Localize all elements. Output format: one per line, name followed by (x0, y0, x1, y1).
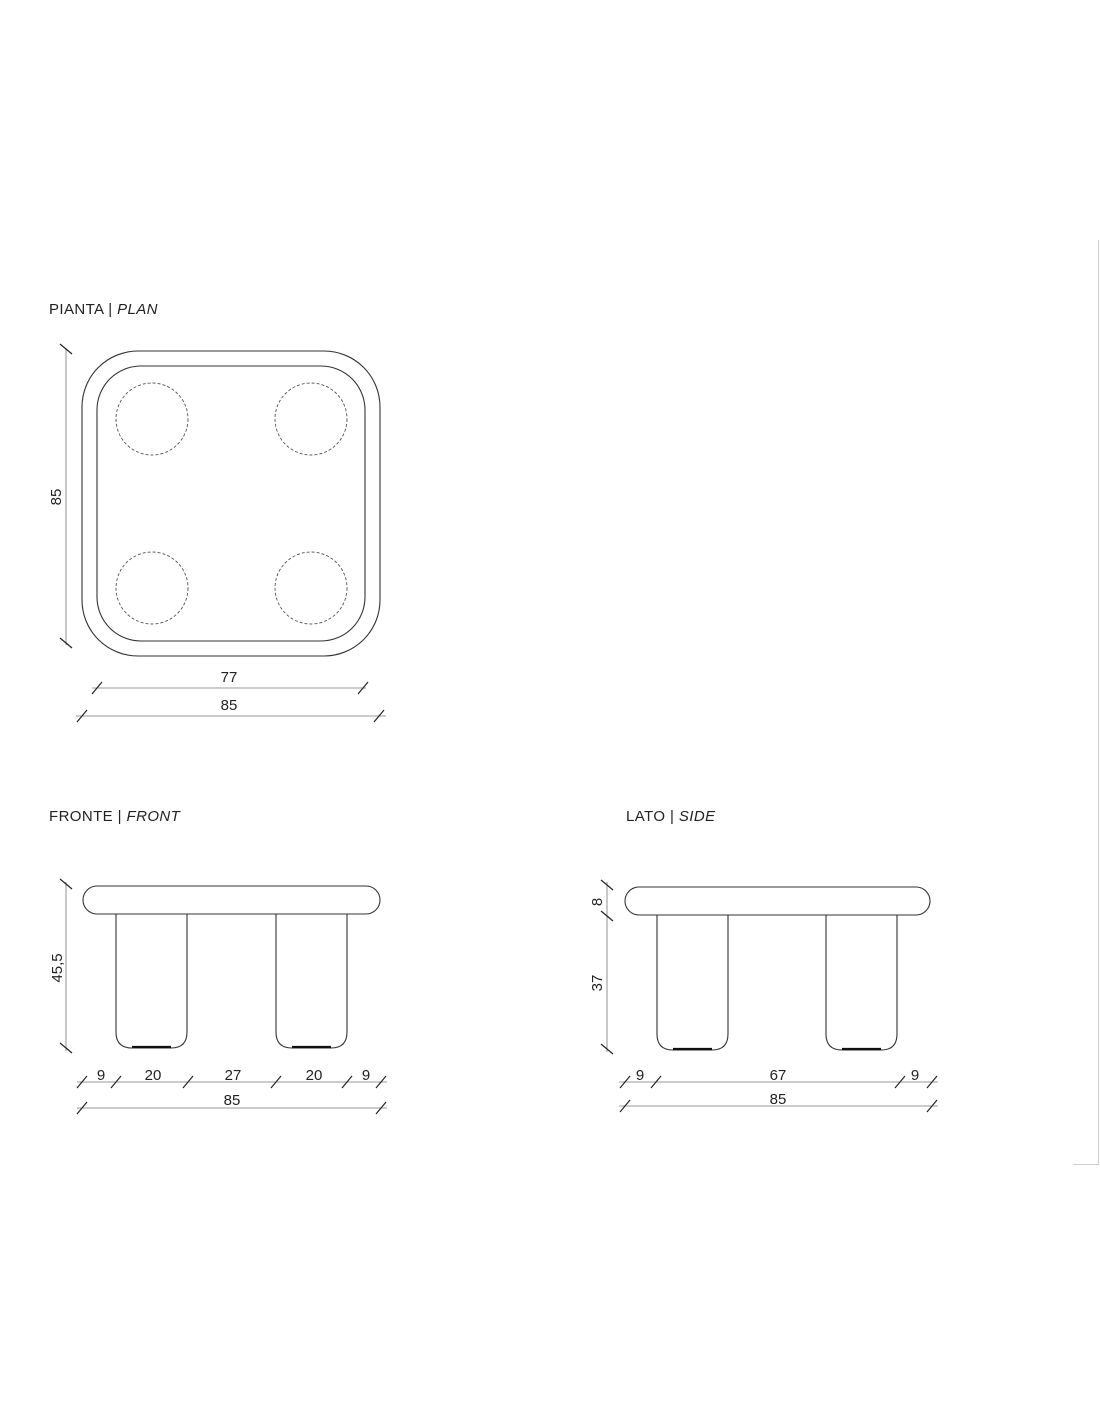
front-view: 45,5 9 20 27 20 9 85 (49, 878, 387, 1115)
front-title-en: FRONT (126, 808, 181, 825)
side-seg-tick-4 (926, 1075, 938, 1089)
side-leg-left (656, 915, 729, 1051)
page-edge-line (1098, 240, 1099, 1165)
front-leg-left (115, 914, 188, 1049)
front-height-label: 45,5 (49, 953, 66, 982)
front-seg-tick-4 (270, 1075, 282, 1089)
front-total-tick-left (76, 1101, 88, 1115)
front-seg-tick-1 (76, 1075, 88, 1089)
side-view: 8 37 9 67 9 85 (589, 879, 938, 1113)
plan-leg-bottom-right (274, 551, 348, 625)
plan-inner-width-tick-left (91, 681, 103, 695)
side-leg-right (825, 915, 898, 1051)
front-total-tick-right (375, 1101, 387, 1115)
side-height-tick-bottom (600, 1043, 614, 1055)
plan-width-tick-right (373, 709, 385, 723)
plan-width-tick-left (76, 709, 88, 723)
front-seg-tick-5 (341, 1075, 353, 1089)
side-height-tick-mid (600, 910, 614, 922)
front-seg-label-4: 20 (306, 1067, 323, 1084)
side-leg-height-label: 37 (589, 975, 606, 992)
front-total-label: 85 (224, 1092, 241, 1109)
side-seg-label-2: 67 (770, 1067, 787, 1084)
front-leg-right (275, 914, 348, 1049)
side-seg-label-1: 9 (636, 1067, 644, 1084)
plan-title: PIANTA | PLAN (49, 301, 158, 318)
page-edge-tick (1073, 1164, 1099, 1165)
plan-inner-width-tick-right (357, 681, 369, 695)
front-tabletop (82, 885, 381, 915)
front-seg-label-2: 20 (145, 1067, 162, 1084)
front-seg-tick-3 (182, 1075, 194, 1089)
side-seg-tick-2 (650, 1075, 662, 1089)
plan-view: 85 77 85 (48, 343, 386, 723)
front-height-tick-bottom (59, 1042, 73, 1054)
side-total-tick-right (926, 1099, 938, 1113)
front-seg-label-3: 27 (225, 1067, 242, 1084)
front-seg-label-1: 9 (97, 1067, 105, 1084)
plan-title-it: PIANTA (49, 301, 104, 318)
front-title-separator: | (117, 808, 122, 825)
plan-title-en: PLAN (117, 301, 158, 318)
plan-leg-top-left (115, 382, 189, 456)
side-title-en: SIDE (678, 808, 716, 825)
side-height-tick-top (600, 879, 614, 891)
plan-title-separator: | (108, 301, 113, 318)
side-title-separator: | (669, 808, 675, 825)
plan-inner-width-label: 77 (221, 669, 238, 686)
side-total-label: 85 (770, 1091, 787, 1108)
plan-inner-outline (96, 365, 366, 642)
side-title: LATO | SIDE (626, 808, 715, 825)
side-seg-tick-1 (619, 1075, 631, 1089)
side-title-it: LATO (626, 808, 666, 825)
plan-leg-top-right (274, 382, 348, 456)
side-seg-label-3: 9 (911, 1067, 919, 1084)
front-seg-label-5: 9 (362, 1067, 370, 1084)
plan-leg-bottom-left (115, 551, 189, 625)
side-top-height-label: 8 (589, 898, 606, 906)
side-tabletop (624, 886, 931, 916)
front-seg-tick-2 (110, 1075, 122, 1089)
plan-height-label: 85 (48, 489, 65, 506)
side-seg-tick-3 (894, 1075, 906, 1089)
plan-outer-outline (81, 350, 381, 657)
front-height-tick-top (59, 878, 73, 890)
plan-height-tick-bottom (59, 637, 73, 649)
front-title: FRONTE | FRONT (49, 808, 180, 825)
plan-width-label: 85 (221, 697, 238, 714)
side-total-tick-left (619, 1099, 631, 1113)
front-seg-tick-6 (375, 1075, 387, 1089)
front-title-it: FRONTE (49, 808, 114, 825)
plan-height-tick-top (59, 343, 73, 355)
